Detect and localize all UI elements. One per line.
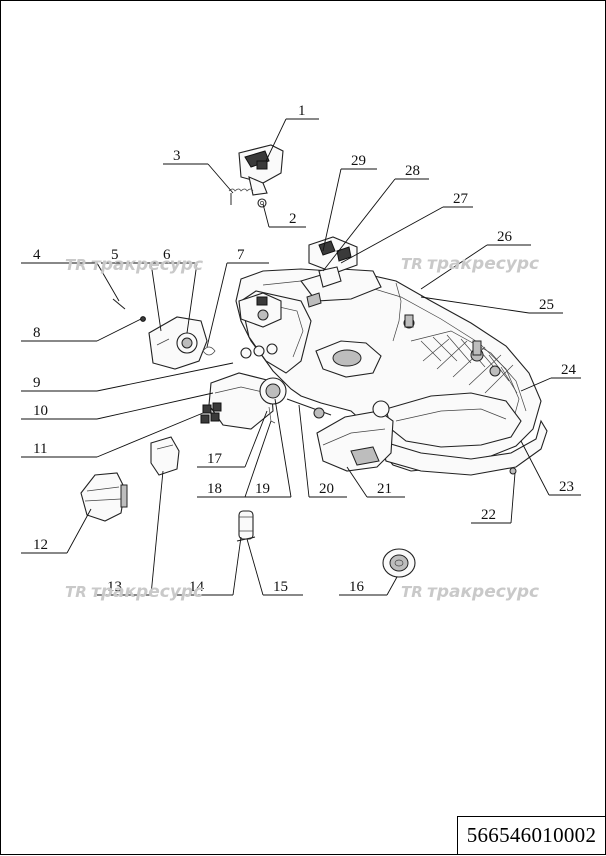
callout-14: 14 xyxy=(189,579,205,595)
key-switch xyxy=(259,377,287,424)
leader-line-11 xyxy=(96,412,204,458)
callout-21: 21 xyxy=(377,481,392,497)
callout-9: 9 xyxy=(33,375,41,391)
callout-12: 12 xyxy=(33,537,48,553)
callout-29: 29 xyxy=(351,153,366,169)
bracket xyxy=(404,314,414,328)
watermark-1: TR тракресурс xyxy=(65,255,203,275)
callout-23: 23 xyxy=(559,479,574,495)
leader-line-14 xyxy=(232,536,242,596)
leader-line-20 xyxy=(298,404,310,498)
watermark-logo: TR xyxy=(401,255,423,273)
leader-line-4 xyxy=(96,262,120,302)
callout-22: 22 xyxy=(481,507,496,523)
leader-line-5 xyxy=(150,262,162,332)
leader-line-3 xyxy=(207,163,234,194)
ignition-housing xyxy=(208,292,282,430)
callout-18: 18 xyxy=(207,481,222,497)
leader-line-15 xyxy=(246,538,264,596)
leader-line-1 xyxy=(265,118,287,162)
callout-15: 15 xyxy=(273,579,288,595)
leader-line-29 xyxy=(322,168,342,252)
callout-8: 8 xyxy=(33,325,41,341)
pin xyxy=(112,298,126,310)
cup-cover xyxy=(80,472,128,522)
document-number: 566546010002 xyxy=(457,816,605,854)
watermark-text: тракресурс xyxy=(91,255,203,275)
small-nut xyxy=(257,198,267,208)
leader-line-27 xyxy=(340,206,444,264)
lower-shroud xyxy=(316,400,394,472)
leader-line-12 xyxy=(66,508,92,554)
leader-line-16 xyxy=(386,576,398,596)
leader-line-21 xyxy=(346,466,368,498)
terminal-connectors xyxy=(200,402,222,424)
watermark-4: TR тракресурс xyxy=(401,582,539,602)
watermark-text: тракресурс xyxy=(91,582,203,602)
bottom-bolt xyxy=(509,467,517,475)
leader-lines xyxy=(21,118,581,596)
leader-line-19 xyxy=(274,398,292,498)
leader-line-28 xyxy=(322,178,396,272)
callout-1: 1 xyxy=(298,103,306,119)
callout-24: 24 xyxy=(561,362,577,378)
callout-19: 19 xyxy=(255,481,270,497)
watermark-logo: TR xyxy=(65,256,87,274)
leader-line-22 xyxy=(510,472,516,524)
callout-25: 25 xyxy=(539,297,554,313)
round-knob xyxy=(382,548,416,578)
callout-17: 17 xyxy=(207,451,223,467)
sleeve xyxy=(236,510,256,542)
callout-7: 7 xyxy=(237,247,245,263)
watermark-text: тракресурс xyxy=(427,582,539,602)
callout-13: 13 xyxy=(107,579,122,595)
spring xyxy=(228,188,254,205)
leader-line-9 xyxy=(96,362,234,392)
small-nut-left xyxy=(140,316,146,322)
dashboard-housing xyxy=(235,268,548,476)
callout-4: 4 xyxy=(33,247,41,263)
left-switch-housing xyxy=(148,316,208,370)
callout-11: 11 xyxy=(33,441,47,457)
leader-line-7 xyxy=(206,262,228,348)
callout-16: 16 xyxy=(349,579,365,595)
callout-5: 5 xyxy=(111,247,119,263)
cable-clip xyxy=(306,292,322,308)
clip-ring xyxy=(202,346,216,356)
callout-28: 28 xyxy=(405,163,420,179)
watermark-3: TR тракресурс xyxy=(65,582,203,602)
shaft-rod xyxy=(286,398,332,419)
switch-block xyxy=(238,144,284,196)
leader-line-10 xyxy=(96,392,214,420)
watermark-text: тракресурс xyxy=(427,254,539,274)
callout-6: 6 xyxy=(163,247,171,263)
leader-line-25 xyxy=(420,296,530,314)
callout-27: 27 xyxy=(453,191,469,207)
upper-switch-pod xyxy=(308,236,358,288)
leader-line-13 xyxy=(150,470,164,596)
leader-line-24 xyxy=(520,377,552,392)
watermark-logo: TR xyxy=(65,583,87,601)
callout-26: 26 xyxy=(497,229,513,245)
callout-10: 10 xyxy=(33,403,48,419)
watermark-logo: TR xyxy=(401,583,423,601)
leader-line-23 xyxy=(520,440,550,496)
callout-2: 2 xyxy=(289,211,297,227)
watermark-2: TR тракресурс xyxy=(401,254,539,274)
leader-line-8 xyxy=(96,318,142,342)
leader-line-26 xyxy=(420,244,488,290)
leader-line-2 xyxy=(262,203,270,228)
relay-box xyxy=(150,436,180,476)
callout-3: 3 xyxy=(173,148,181,164)
leader-line-18 xyxy=(244,420,272,498)
callout-20: 20 xyxy=(319,481,334,497)
leader-line-6 xyxy=(186,262,198,334)
leader-line-17 xyxy=(244,410,268,468)
